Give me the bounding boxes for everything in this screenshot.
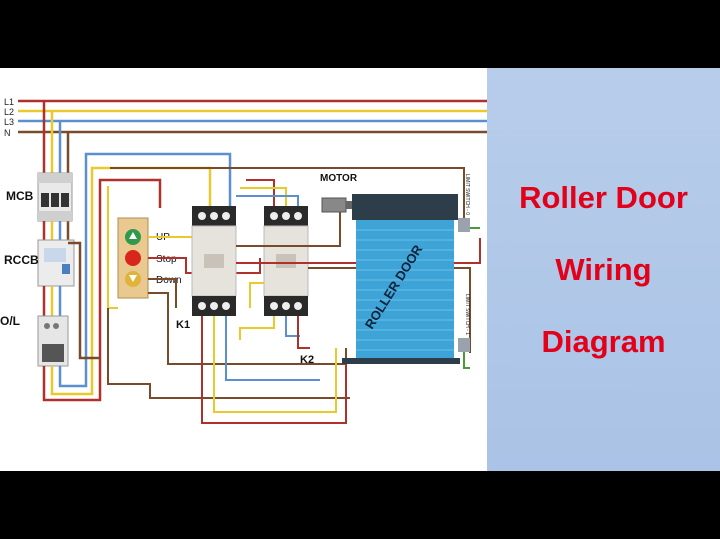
power-wires — [201, 179, 481, 424]
wiring-diagram-panel: L1 L2 L3 N MCB — [0, 68, 487, 471]
rccb-label: RCCB — [4, 253, 39, 267]
title-line-3: Diagram — [541, 323, 666, 359]
line-label-l3: L3 — [4, 117, 14, 127]
rccb-breaker — [37, 239, 75, 287]
limit-switch-top: LIMIT SWITCH - 0 — [458, 174, 470, 232]
mcb-feed-wires — [42, 101, 70, 243]
title-line-1: Roller Door — [519, 179, 688, 215]
overload-label: O/L — [0, 314, 20, 328]
title-line-2: Wiring — [555, 251, 652, 287]
supply-lines: L1 L2 L3 N — [4, 97, 487, 138]
line-label-n: N — [4, 128, 11, 138]
stop-button-label: Stop — [156, 254, 177, 265]
motor-label: MOTOR — [320, 173, 358, 184]
title-panel: Roller Door Wiring Diagram — [487, 68, 720, 471]
contactor-k2 — [263, 206, 309, 316]
stop-button-icon — [125, 250, 141, 266]
k2-label: K2 — [300, 354, 314, 366]
wiring-diagram: L1 L2 L3 N MCB — [0, 97, 487, 424]
motor — [321, 197, 352, 213]
mcb-breaker — [37, 172, 73, 222]
line-label-l1: L1 — [4, 97, 14, 107]
roller-door: ROLLER DOOR — [342, 194, 460, 364]
k1-label: K1 — [176, 319, 190, 331]
svg-text:LIMIT SWITCH - 0: LIMIT SWITCH - 0 — [464, 174, 470, 215]
contactor-k1 — [191, 206, 237, 316]
overload-output-wires — [42, 152, 232, 402]
line-label-l2: L2 — [4, 107, 14, 117]
mcb-label: MCB — [6, 189, 34, 203]
overload-relay — [37, 315, 69, 367]
push-button-station — [117, 217, 149, 299]
down-button-label: Down — [156, 275, 182, 286]
svg-text:LIMIT SWITCH - 1: LIMIT SWITCH - 1 — [464, 294, 470, 335]
limit-switch-bottom: LIMIT SWITCH - 1 — [458, 294, 470, 352]
